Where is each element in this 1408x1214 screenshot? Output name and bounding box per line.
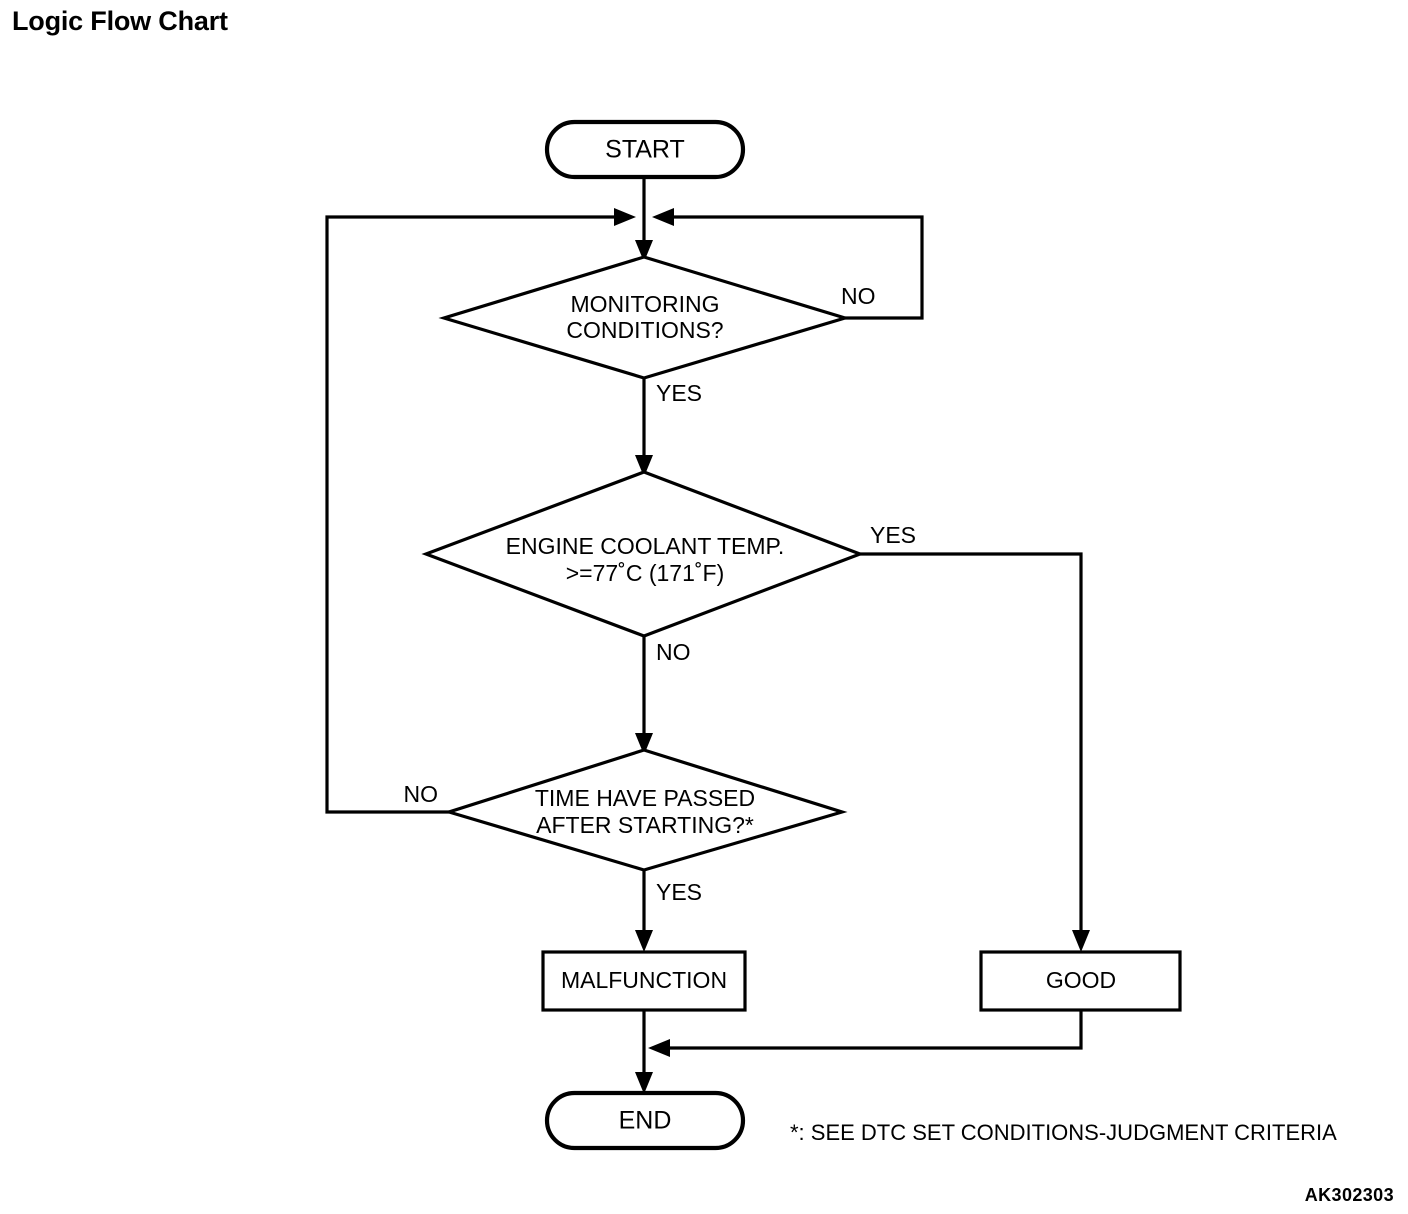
node-end: END	[544, 1090, 746, 1151]
edge-time-no-loop	[325, 215, 622, 814]
edge-monitoring-no-loop	[666, 215, 924, 320]
arrowhead-into-monitoring	[635, 240, 653, 262]
time-label-line2: AFTER STARTING?*	[536, 812, 754, 838]
arrowhead-into-good	[1072, 930, 1090, 952]
branch-label-coolant-yes: YES	[870, 522, 916, 548]
node-time-have-passed: TIME HAVE PASSED AFTER STARTING?*	[443, 748, 848, 872]
figure-code: AK302303	[1304, 1185, 1394, 1205]
time-shape	[443, 748, 848, 872]
arrowhead-time-no-loop	[614, 208, 636, 226]
monitoring-shape	[438, 255, 851, 380]
arrowhead-into-time	[635, 733, 653, 755]
arrowhead-good-merge	[648, 1039, 670, 1057]
malfunction-label: MALFUNCTION	[561, 967, 727, 993]
good-label: GOOD	[1046, 967, 1116, 993]
end-label: END	[619, 1107, 672, 1135]
node-good: GOOD	[979, 950, 1182, 1012]
coolant-label-line2: >=77˚C (171˚F)	[566, 560, 725, 586]
time-label-line1: TIME HAVE PASSED	[535, 785, 755, 811]
edge-good-to-end	[662, 1010, 1083, 1050]
branch-label-coolant-no: NO	[656, 639, 691, 665]
branch-label-time-yes: YES	[656, 879, 702, 905]
good-shape	[979, 950, 1182, 1012]
arrowhead-into-malfunction	[635, 930, 653, 952]
node-start: START	[544, 119, 746, 180]
node-malfunction: MALFUNCTION	[541, 950, 747, 1012]
edge-coolant-yes	[860, 552, 1083, 941]
node-engine-coolant-temp: ENGINE COOLANT TEMP. >=77˚C (171˚F)	[421, 470, 865, 638]
branch-label-monitoring-yes: YES	[656, 380, 702, 406]
coolant-label-line1: ENGINE COOLANT TEMP.	[506, 533, 785, 559]
monitoring-label-line1: MONITORING	[570, 291, 719, 317]
page-title: Logic Flow Chart	[12, 6, 228, 36]
start-label: START	[605, 136, 685, 164]
branch-label-time-no: NO	[404, 781, 439, 807]
start-shape	[544, 119, 746, 180]
end-shape	[544, 1090, 746, 1151]
monitoring-label-line2: CONDITIONS?	[566, 317, 723, 343]
footnote: *: SEE DTC SET CONDITIONS-JUDGMENT CRITE…	[790, 1120, 1337, 1145]
arrowhead-monitoring-no-loop	[652, 208, 674, 226]
malfunction-shape	[541, 950, 747, 1012]
arrowhead-into-end	[635, 1072, 653, 1094]
arrowhead-into-coolant	[635, 455, 653, 477]
coolant-shape	[421, 470, 865, 638]
node-monitoring-conditions: MONITORING CONDITIONS?	[438, 255, 851, 380]
branch-label-monitoring-no: NO	[841, 283, 876, 309]
